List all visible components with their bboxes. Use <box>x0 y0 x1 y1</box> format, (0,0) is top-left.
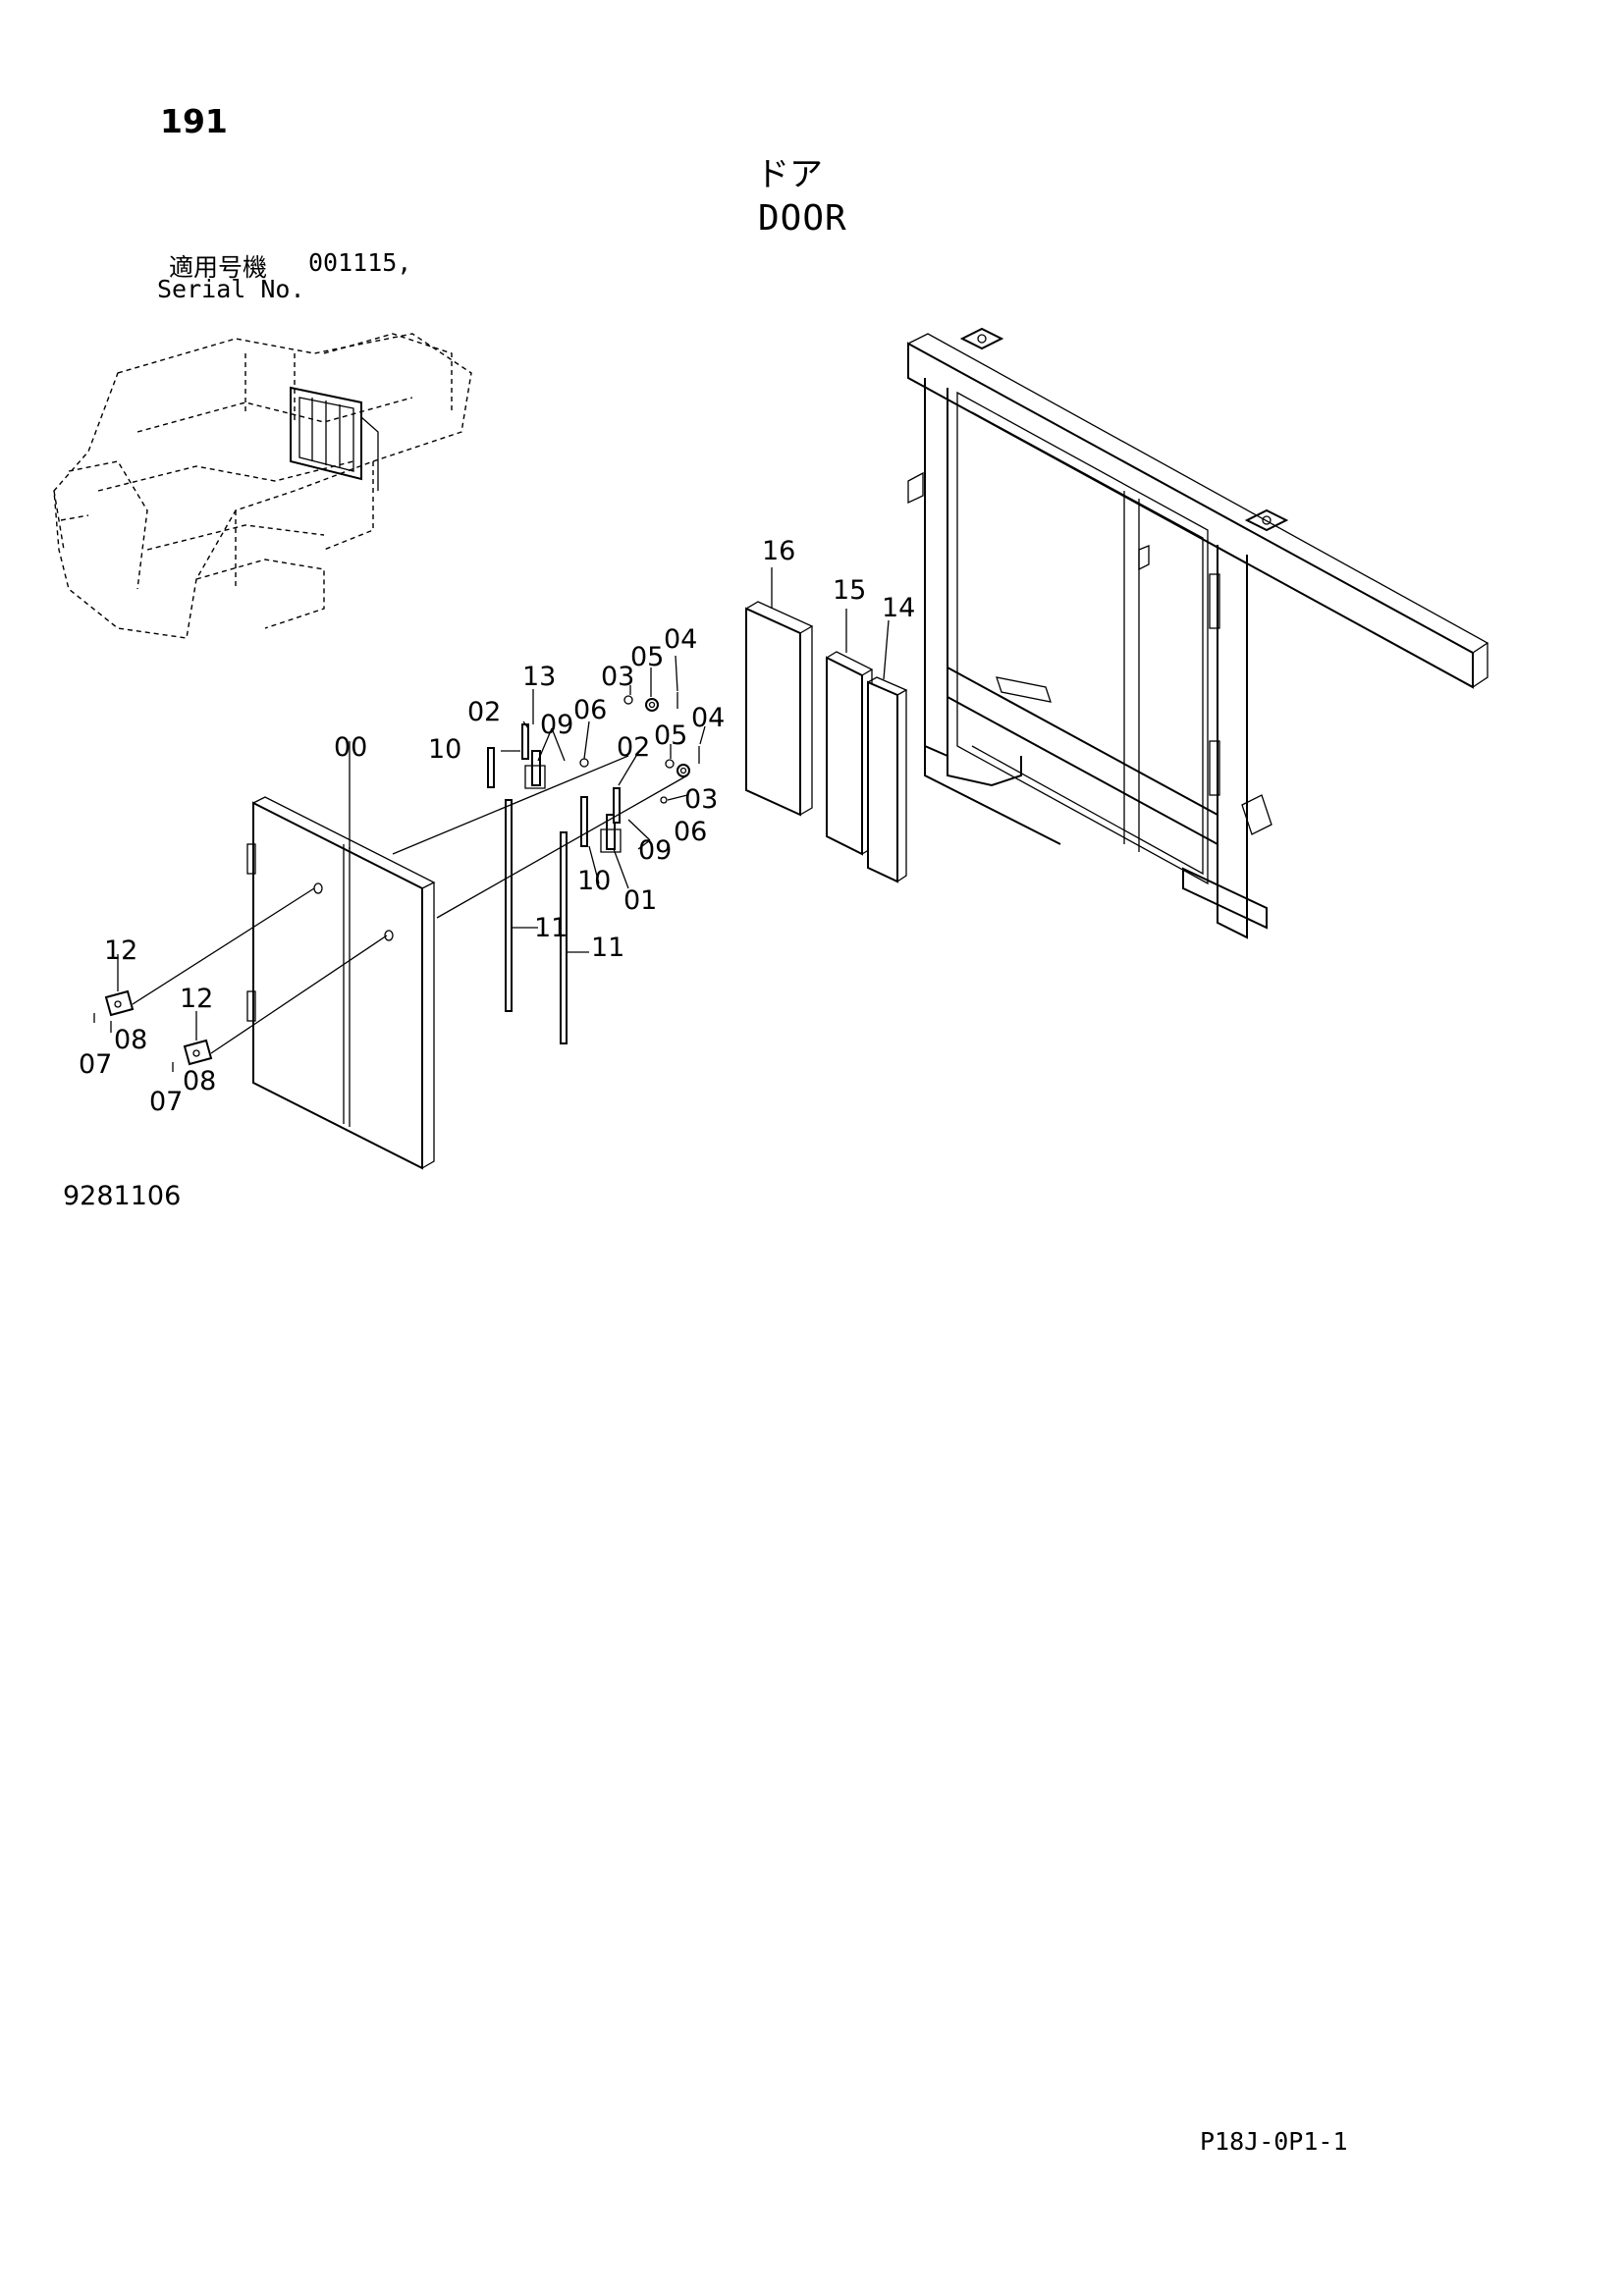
callout-04-lower: 04 <box>691 703 725 733</box>
callout-labels: 00 01 02 02 03 03 04 04 05 05 06 06 07 0… <box>79 536 915 1117</box>
callout-12-lower: 12 <box>180 984 213 1014</box>
door-panel <box>246 796 436 1170</box>
cab-door-frame <box>907 327 1489 939</box>
callout-02-upper: 02 <box>467 697 501 727</box>
callout-16: 16 <box>762 536 795 566</box>
callout-05-upper: 05 <box>630 642 664 672</box>
callout-03-lower: 03 <box>684 784 718 815</box>
serial-value: 001115, <box>308 248 412 277</box>
callout-12-upper: 12 <box>104 935 137 966</box>
callout-00: 00 <box>334 732 367 763</box>
callout-08-upper: 08 <box>114 1025 147 1055</box>
callout-04-upper: 04 <box>664 624 697 655</box>
callout-03-upper: 03 <box>601 662 634 692</box>
callout-09-upper: 09 <box>540 710 573 740</box>
callout-15: 15 <box>833 575 866 606</box>
page-title-japanese: ドア <box>756 155 823 194</box>
page-title: DOOR <box>758 198 847 239</box>
callout-11-left: 11 <box>534 913 568 943</box>
callout-11-right: 11 <box>591 933 624 963</box>
callout-01: 01 <box>623 885 657 916</box>
callout-07-lower: 07 <box>149 1087 183 1117</box>
callout-06-lower: 06 <box>674 817 707 847</box>
page-code: P18J-0P1-1 <box>1200 2127 1348 2156</box>
serial-label-japanese: 適用号機 <box>169 253 268 282</box>
callout-13: 13 <box>522 662 556 692</box>
callout-06-upper: 06 <box>573 695 607 725</box>
leader-lines <box>110 567 890 1054</box>
callout-09-lower: 09 <box>638 835 672 866</box>
callout-07-upper: 07 <box>79 1049 112 1080</box>
callout-10-lower: 10 <box>577 866 611 896</box>
serial-label: Serial No. <box>157 275 305 303</box>
callout-08-lower: 08 <box>183 1066 216 1096</box>
rods <box>505 799 568 1044</box>
machine-overview-illustration <box>53 333 472 639</box>
drawing-number: 9281106 <box>63 1181 182 1211</box>
page-number: 191 <box>160 102 228 140</box>
callout-10-upper: 10 <box>428 734 461 765</box>
latch-hardware <box>487 692 700 853</box>
callout-05-lower: 05 <box>654 721 687 751</box>
hinge-brackets <box>93 989 213 1072</box>
insert-panels <box>745 601 908 883</box>
callout-14: 14 <box>882 593 915 623</box>
callout-02-lower: 02 <box>617 732 650 763</box>
